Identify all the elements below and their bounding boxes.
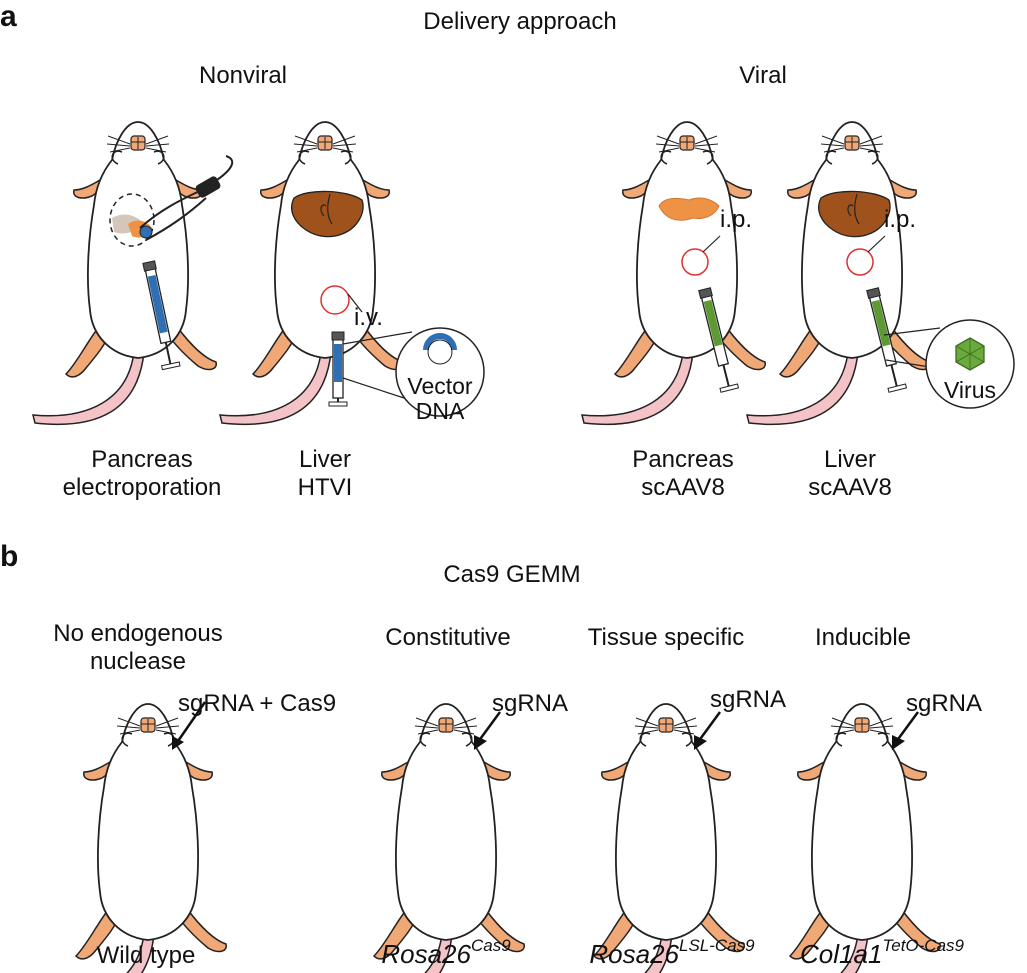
heading-constitutive: Constitutive <box>385 624 511 651</box>
genotype-col1a1-teto-cas9: Col1a1TetO-Cas9 <box>800 936 964 969</box>
mouse-rosa26-cas9 <box>340 703 526 973</box>
vector-dna-label: Vector DNA <box>407 373 473 425</box>
route-label-iv: i.v. <box>354 304 383 331</box>
mouse-rosa26-lsl-cas9 <box>560 703 746 973</box>
caption-pancreas-electroporation: Pancreas electroporation <box>62 446 222 501</box>
syringe-blue <box>328 331 348 407</box>
panel-a-letter: a <box>0 0 17 33</box>
injection-site-circle <box>846 248 874 276</box>
route-label-ip: i.p. <box>884 206 917 233</box>
injection-site-circle <box>681 248 709 276</box>
panel-b-letter: b <box>0 540 19 573</box>
mouse-pancreas-electroporation <box>32 121 234 426</box>
caption-liver-htvi: Liver HTVI <box>297 446 353 501</box>
syringe-green <box>698 287 740 393</box>
heading-no-endogenous-nuclease: No endogenous nuclease <box>53 620 223 675</box>
panel-b-title: Cas9 GEMM <box>443 561 581 588</box>
arrow-label-sgrna: sgRNA <box>492 690 569 717</box>
mouse-col1a1-teto-cas9 <box>756 703 942 973</box>
caption-liver-scaav8: Liver scAAV8 <box>808 446 892 501</box>
genotype-rosa26-lsl-cas9: Rosa26LSL-Cas9 <box>589 936 755 969</box>
electroporation-target-outline <box>109 193 155 247</box>
heading-tissue-specific: Tissue specific <box>587 624 745 651</box>
injection-site-circle <box>320 285 350 315</box>
genotype-rosa26-cas9: Rosa26Cas9 <box>381 936 511 969</box>
mouse-liver-scaav8 <box>746 121 1015 426</box>
syringe-blue <box>142 260 181 371</box>
arrow-label-sgrna: sgRNA <box>906 690 983 717</box>
mouse-wild-type <box>42 701 228 973</box>
caption-pancreas-scaav8: Pancreas scAAV8 <box>632 446 734 501</box>
arrow-label-sgrna: sgRNA <box>710 686 787 713</box>
nonviral-label: Nonviral <box>198 62 288 89</box>
mouse-pancreas-scaav8 <box>581 121 767 426</box>
viral-label: Viral <box>739 62 787 89</box>
arrow-label-sgrna-cas9: sgRNA + Cas9 <box>178 690 337 717</box>
heading-inducible: Inducible <box>814 624 912 651</box>
mouse-liver-htvi <box>219 121 485 426</box>
plasmid-icon <box>423 333 457 351</box>
genotype-wild-type: Wild type <box>96 942 196 969</box>
panel-a-title: Delivery approach <box>423 8 617 35</box>
vector-dna-callout <box>395 327 485 417</box>
route-label-ip: i.p. <box>720 206 753 233</box>
virus-label: Virus <box>944 377 996 403</box>
